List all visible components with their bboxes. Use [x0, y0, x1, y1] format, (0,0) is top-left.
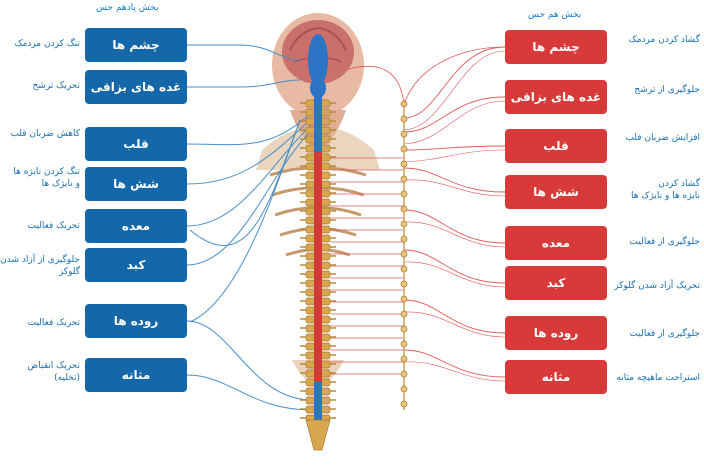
sympathetic-nerve [403, 167, 506, 193]
sympathetic-nerve [403, 145, 506, 151]
head-illustration [272, 13, 364, 150]
parasympathetic-nerve [187, 44, 301, 61]
sympathetic-effect-label: جلوگیری از فعالیت [629, 329, 700, 339]
ganglion [400, 310, 408, 318]
sympathetic-organ-box: مثانه [505, 360, 607, 394]
sympathetic-nerve [403, 179, 506, 197]
ganglion [400, 130, 408, 138]
sympathetic-nerve [403, 50, 506, 131]
parasympathetic-effect-label: کاهش ضربان قلب [10, 129, 80, 139]
parasympathetic-nerve [186, 123, 313, 227]
ganglion [400, 325, 408, 333]
ganglion [400, 280, 408, 288]
parasympathetic-organ-box: قلب [85, 127, 187, 161]
parasympathetic-organ-box: چشم ها [85, 28, 187, 62]
parasympathetic-organ-box: مثانه [85, 358, 187, 392]
sympathetic-nerve [403, 221, 506, 248]
sympathetic-effect-label: جلوگیری از ترشح [634, 85, 700, 95]
ganglion [400, 295, 408, 303]
ganglion [400, 340, 408, 348]
parasympathetic-nerve-lines [186, 44, 313, 411]
parasympathetic-nerve [186, 117, 313, 185]
ganglion [400, 175, 408, 183]
parasympathetic-organ-box: غده های بزاقی [85, 70, 187, 104]
ganglion [400, 265, 408, 273]
ganglion [400, 205, 408, 213]
ganglion [400, 160, 408, 168]
sympathetic-nerve [403, 349, 506, 378]
ganglion [400, 115, 408, 123]
sympathetic-nerve [403, 100, 506, 145]
sympathetic-nerve-lines [330, 46, 506, 382]
sacrum [305, 419, 331, 451]
sympathetic-organ-box: شش ها [505, 175, 607, 209]
ganglion [400, 385, 408, 393]
spinal-column [300, 96, 336, 451]
sympathetic-effect-label: گشاد کردن مردمک [628, 35, 700, 45]
ganglion [400, 355, 408, 363]
sympathetic-organ-box: کبد [505, 266, 607, 300]
sympathetic-ganglion-chain [400, 100, 408, 410]
sympathetic-organ-box: غده های بزاقی [505, 80, 607, 114]
parasympathetic-effect-label: تحریک فعالیت [27, 221, 80, 231]
sympathetic-nerve [403, 149, 506, 163]
parasympathetic-nerve [187, 79, 301, 88]
sympathetic-header: بخش هم حس [528, 10, 582, 20]
sympathetic-organ-box: معده [505, 226, 607, 260]
parasympathetic-effect-label: تنگ کردن مردمک [14, 39, 80, 49]
sympathetic-organ-box: روده ها [505, 316, 607, 350]
parasympathetic-nerve [189, 119, 301, 323]
sympathetic-nerve [403, 46, 506, 119]
sympathetic-nerve [344, 66, 405, 105]
cord-cervical [314, 96, 322, 152]
ganglion [400, 250, 408, 258]
parasympathetic-organ-box: کبد [85, 248, 187, 282]
parasympathetic-organ-box: معده [85, 209, 187, 243]
sympathetic-nerve [403, 361, 506, 382]
ganglion [400, 235, 408, 243]
sympathetic-effect-label: جلوگیری از فعالیت [629, 237, 700, 247]
ganglion [400, 220, 408, 228]
ganglion [400, 190, 408, 198]
sympathetic-nerve [403, 311, 506, 338]
sympathetic-nerve [403, 46, 506, 105]
ganglion [400, 370, 408, 378]
sympathetic-effect-label: استراحت ماهیچه مثانه [616, 373, 700, 383]
sympathetic-nerve [403, 299, 506, 334]
parasympathetic-effect-label: تنگ کردن نایژه ها و نایژک ها [13, 167, 80, 189]
parasympathetic-organ-box: روده ها [85, 304, 187, 338]
sympathetic-nerve [403, 261, 506, 288]
cord-thoracolumbar [314, 152, 322, 382]
sympathetic-nerve [403, 209, 506, 244]
sympathetic-effect-label: تحریک آزاد شدن گلوکز [614, 281, 700, 291]
parasympathetic-effect-label: جلوگیری از آزاد شدن گلوکز [0, 255, 80, 277]
sympathetic-nerve [403, 96, 506, 133]
ganglion [400, 145, 408, 153]
parasympathetic-effect-label: تحریک ترشح [32, 81, 80, 91]
sympathetic-organ-box: قلب [505, 129, 607, 163]
parasympathetic-nerve [186, 374, 313, 411]
ganglion [400, 400, 408, 408]
parasympathetic-effect-label: تحریک انقباض (تخلیه) [27, 361, 80, 383]
sympathetic-effect-label: افزایش ضربان قلب [625, 133, 700, 143]
sympathetic-nerve [403, 249, 506, 284]
parasympathetic-nerve [186, 129, 313, 266]
cord-sacral [314, 382, 322, 422]
parasympathetic-effect-label: تحریک فعالیت [27, 318, 80, 328]
parasympathetic-nerve [186, 320, 313, 401]
parasympathetic-organ-box: شش ها [85, 167, 187, 201]
sympathetic-effect-label: گشاد کردن نایژه ها و نایژک ها [631, 179, 700, 201]
ganglion [400, 100, 408, 108]
sympathetic-organ-box: چشم ها [505, 30, 607, 64]
parasympathetic-header: بخش پادهم حس [96, 3, 159, 13]
